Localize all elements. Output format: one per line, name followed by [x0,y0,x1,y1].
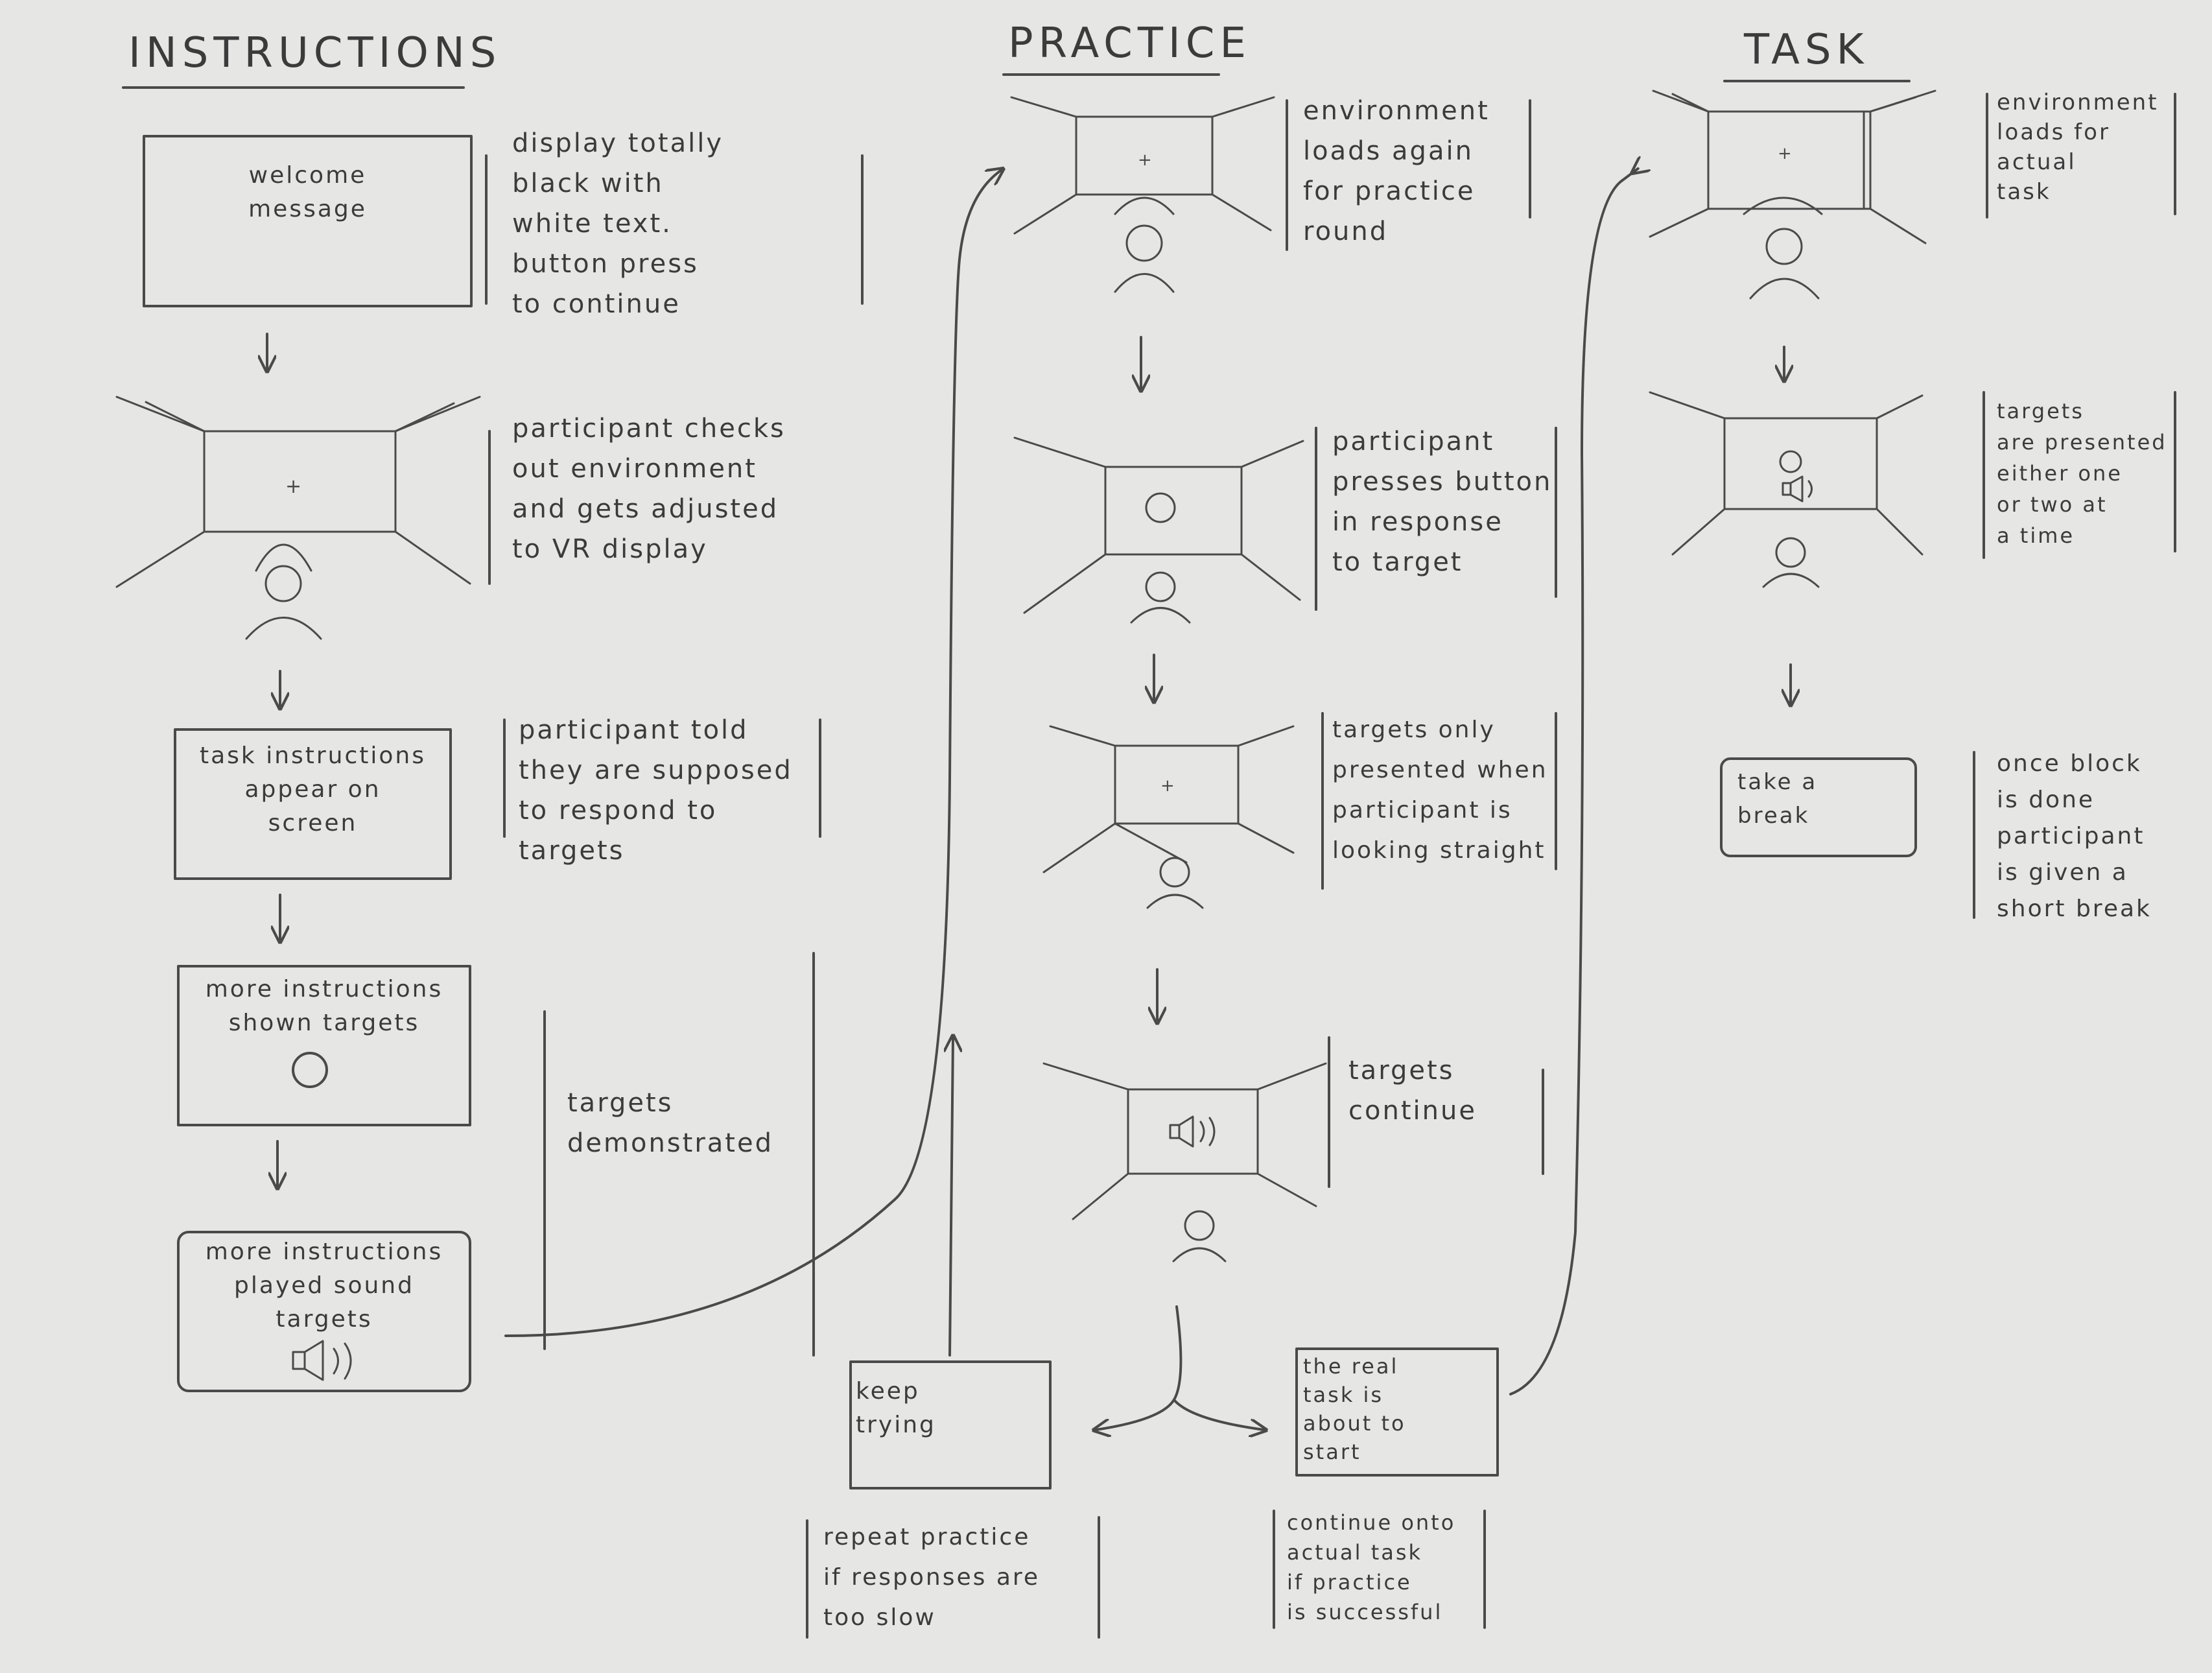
keep-trying-box [849,1360,1052,1489]
vr-environment-sketch-5 [1042,1062,1327,1263]
crosshair-4: + [1778,144,1792,163]
vr-environment-sketch-6 [1649,89,1936,300]
continue-onto-note: continue onto actual task if practice is… [1287,1510,1456,1624]
task-heading: TASK [1744,26,1869,74]
straight-note: targets only presented when participant … [1332,717,1548,864]
vr-environment-sketch-4 [1042,725,1295,909]
welcome-message-screen [143,135,473,307]
sound-instructions-screen [177,1231,471,1392]
demonstrated-note: targets demonstrated [567,1088,773,1158]
take-a-break-box [1720,757,1917,857]
real-task-text: the real task is about to start [1303,1354,1406,1464]
continue-note: targets continue [1348,1056,1477,1126]
speaker-icon-practice [1169,1115,1216,1148]
targets-instructions-screen [177,965,471,1126]
crosshair-3: + [1160,776,1175,796]
task-instructions-text: task instructions appear on screen [199,742,427,836]
task-note: participant told they are supposed to re… [519,715,793,866]
vr-environment-sketch-1 [115,396,481,640]
sound-instructions-text: more instructions played sound targets [205,1239,443,1333]
branch-fork-right [1173,1399,1264,1430]
keep-trying-loop [950,1038,953,1357]
repeat-note: repeat practice if responses are too slo… [823,1524,1041,1631]
presented-note: targets are presented either one or two … [1997,399,2167,548]
targets-instructions-text: more instructions shown targets [205,976,443,1036]
circle-target-icon [292,1052,328,1088]
branch-fork [1096,1305,1182,1430]
vr-environment-sketch-2 [1010,96,1275,293]
vr-environment-sketch-3 [1013,436,1304,624]
take-a-break-text: take a break [1737,769,1818,829]
connector-to-task [1509,169,1638,1395]
welcome-note: display totally black with white text. b… [512,128,724,319]
crosshair-1: + [285,475,301,498]
environment-note: participant checks out environment and g… [512,414,786,564]
vr-environment-sketch-7 [1649,391,1924,588]
connector-to-practice [504,170,1002,1337]
practice-loads-note: environment loads again for practice rou… [1303,96,1490,246]
practice-heading: PRACTICE [1008,19,1251,67]
speaker-icon-task [1782,475,1813,503]
speaker-icon [292,1340,352,1381]
instructions-heading: INSTRUCTIONS [128,29,502,77]
crosshair-2: + [1138,150,1152,170]
break-note: once block is done participant is given … [1997,750,2152,922]
task-instructions-screen [174,728,452,880]
press-note: participant presses button in response t… [1332,427,1553,577]
keep-trying-text: keep trying [856,1378,936,1438]
task-loads-note: environment loads for actual task [1997,89,2159,205]
welcome-message-text: welcome message [248,162,367,222]
real-task-box [1295,1347,1499,1477]
